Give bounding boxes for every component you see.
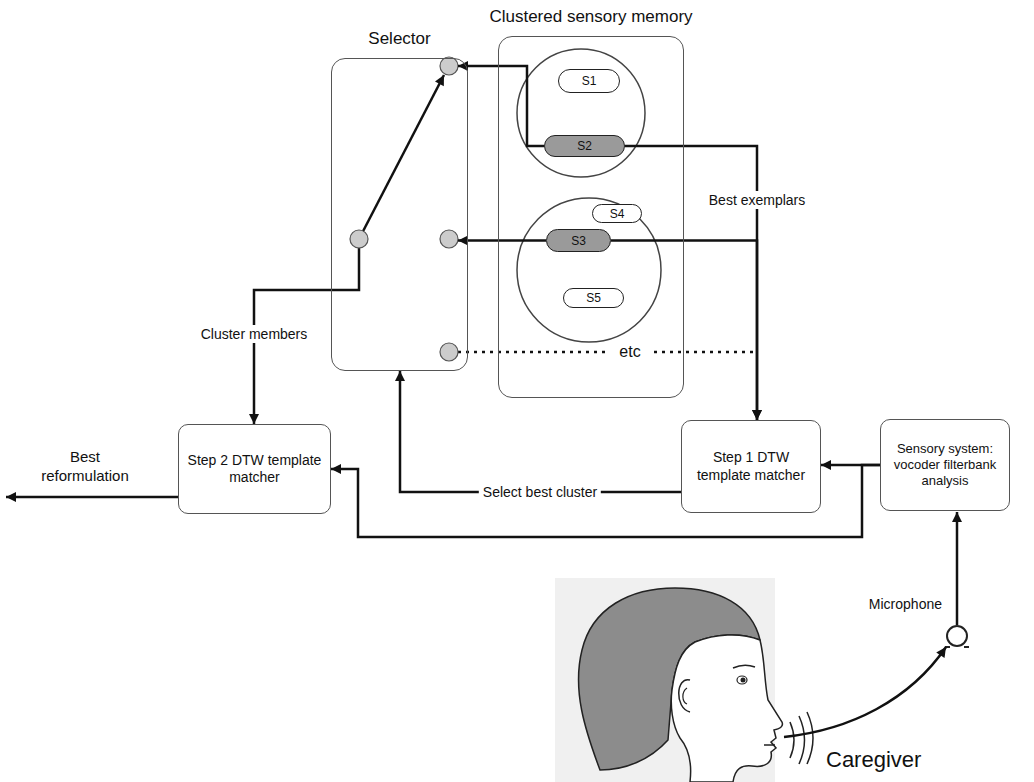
- sound-wave: [807, 712, 813, 764]
- exemplar-box: S1: [558, 69, 620, 93]
- dotted-line: [458, 351, 606, 354]
- sound-wave: [799, 716, 805, 764]
- microphone-symbol: [945, 646, 969, 648]
- ear: [683, 688, 687, 704]
- continuation-label: etc: [617, 342, 642, 362]
- best-exemplar-box: S2: [544, 135, 625, 157]
- eyebrow: [733, 665, 755, 668]
- face: [671, 635, 782, 782]
- box-label: Step 1 DTW template matcher: [690, 449, 812, 484]
- microphone-arrow: [956, 512, 959, 625]
- best-exemplar-box: S3: [546, 229, 611, 252]
- mouth: [764, 744, 775, 746]
- box-label: S1: [582, 74, 597, 88]
- dotted-line: [654, 351, 757, 354]
- ear: [679, 680, 690, 712]
- connector-arrow: [458, 239, 546, 242]
- process-box: Sensory system: vocoder filterbank analy…: [880, 419, 1010, 511]
- switch-contact: [440, 57, 458, 75]
- switch-pivot: [350, 230, 368, 248]
- process-box: Step 1 DTW template matcher: [681, 420, 821, 513]
- connector-arrow: [458, 66, 544, 146]
- connector-arrow: [625, 146, 757, 420]
- microphone-label: Microphone: [867, 596, 944, 614]
- box-heading: Clustered sensory memory: [489, 7, 692, 27]
- connector-label: Best exemplars: [705, 191, 809, 209]
- connector-label: Cluster members: [197, 325, 312, 343]
- exemplar-box: S4: [592, 204, 642, 223]
- connector-arrow: [254, 290, 331, 424]
- eye: [741, 678, 746, 683]
- switch-contact: [440, 230, 458, 248]
- box-label: Step 2 DTW template matcher: [187, 452, 322, 487]
- output-arrow: [6, 496, 178, 499]
- sound-wave: [790, 722, 794, 758]
- switch-contact: [440, 343, 458, 361]
- box-label: S3: [571, 234, 586, 248]
- box-label: S5: [586, 291, 601, 305]
- box-label: Sensory system: vocoder filterbank analy…: [889, 441, 1001, 490]
- connector-label: Select best cluster: [479, 483, 601, 501]
- eye: [737, 676, 747, 684]
- speech-arrow: [784, 647, 946, 737]
- box-label: S2: [577, 139, 592, 153]
- output-label: Best reformulation: [27, 448, 143, 486]
- cluster-circle: [517, 198, 661, 342]
- selector-box: Selector: [331, 58, 468, 371]
- microphone-symbol: [947, 626, 967, 646]
- cluster-circle: [517, 49, 645, 177]
- memory-box: Clustered sensory memoryS1S2S4S3S5: [498, 36, 684, 398]
- box-label: S4: [610, 207, 625, 221]
- connector-arrow: [400, 371, 681, 492]
- switch-arm: [359, 75, 444, 239]
- process-box: Step 2 DTW template matcher: [178, 424, 331, 514]
- box-heading: Selector: [368, 29, 430, 49]
- connector-arrow: [611, 241, 757, 421]
- exemplar-box: S5: [563, 288, 624, 308]
- caregiver-label: Caregiver: [824, 746, 923, 774]
